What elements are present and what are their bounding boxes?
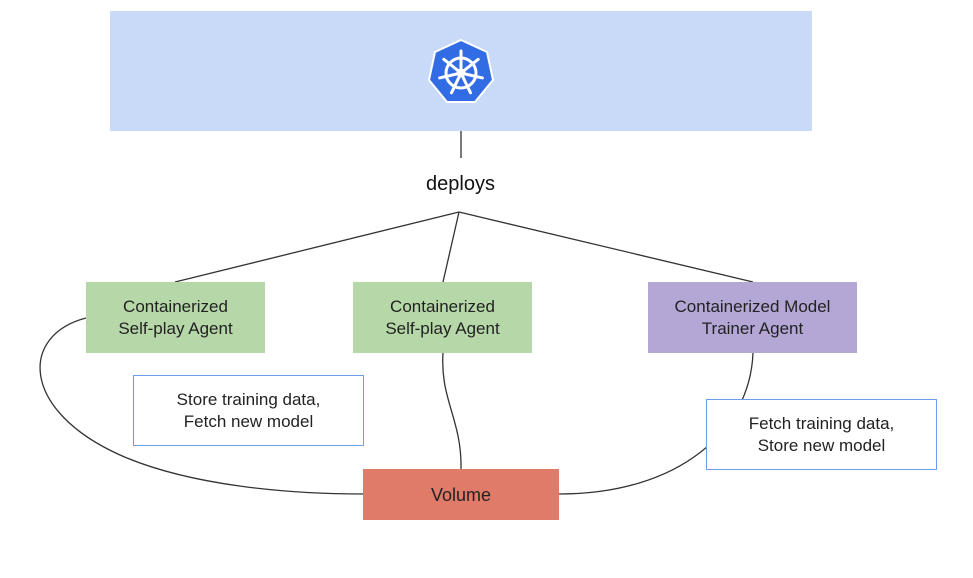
volume-node: Volume: [363, 469, 559, 520]
deploys-to-agent-left-line: [174, 211, 460, 283]
agent-middle-to-volume-curve: [442, 352, 462, 470]
node-label-line: Trainer Agent: [701, 318, 804, 338]
node-label-line: Containerized Model: [674, 296, 831, 316]
deploys-to-trainer-line: [458, 211, 754, 283]
volume-label: Volume: [430, 484, 492, 505]
note-line: Fetch training data,: [748, 413, 895, 433]
trainer-to-volume-curve: [558, 352, 754, 495]
self-play-data-flow-note: Store training data, Fetch new model: [133, 375, 364, 446]
self-play-agent-node: Containerized Self-play Agent: [353, 282, 532, 353]
agent-left-to-volume-curve: [39, 317, 364, 495]
note-line: Store training data,: [176, 389, 321, 409]
node-label-line: Self-play Agent: [118, 318, 233, 338]
model-trainer-agent-node: Containerized Model Trainer Agent: [648, 282, 857, 353]
node-label-line: Self-play Agent: [385, 318, 500, 338]
trainer-data-flow-note: Fetch training data, Store new model: [706, 399, 937, 470]
self-play-agent-node: Containerized Self-play Agent: [86, 282, 265, 353]
deploys-to-agent-middle-line: [442, 211, 460, 283]
node-label-line: Containerized: [390, 296, 495, 316]
note-line: Store new model: [757, 435, 886, 455]
deploys-label: deploys: [426, 173, 495, 195]
node-label-line: Containerized: [123, 296, 228, 316]
kubernetes-logo-icon: [427, 38, 495, 103]
note-line: Fetch new model: [183, 411, 314, 431]
